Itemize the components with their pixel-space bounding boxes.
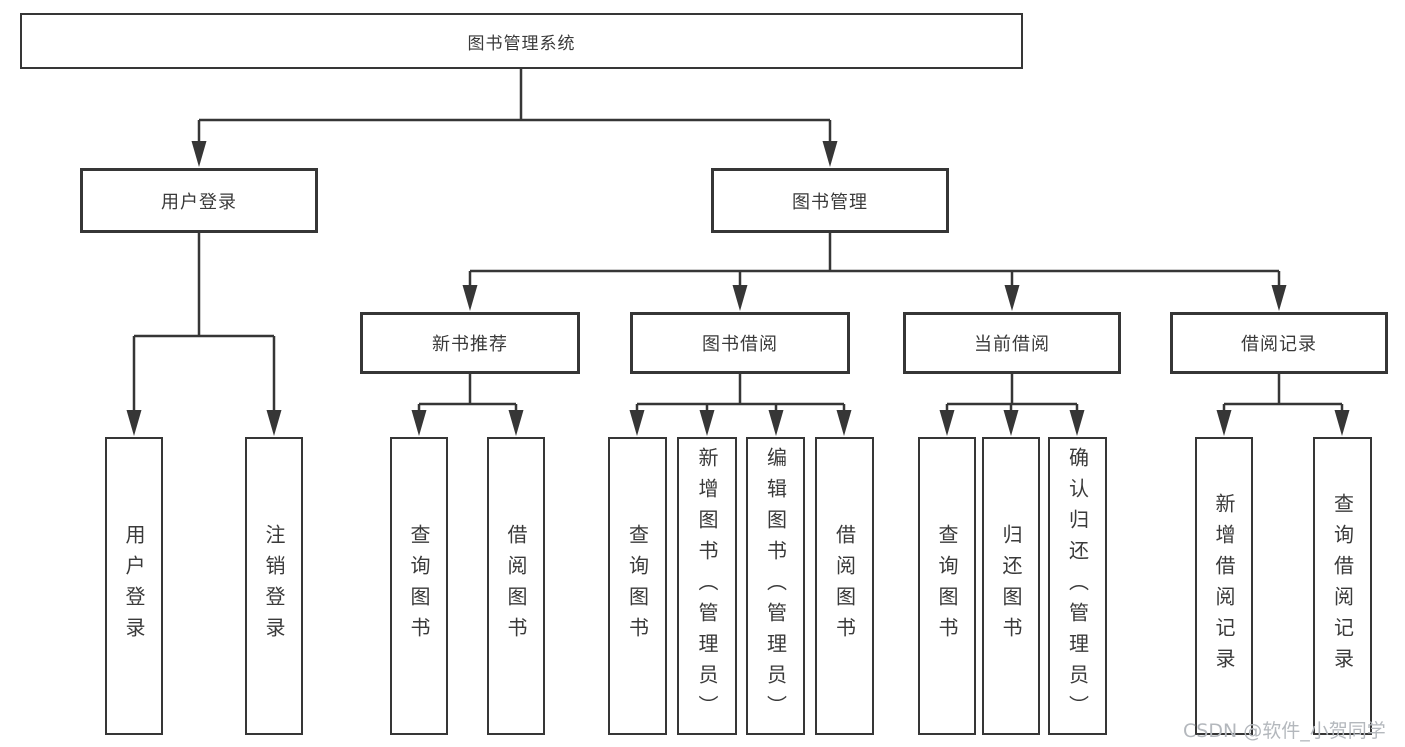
- arrowhead-icon: [1334, 410, 1350, 436]
- node-leaf-query-books-2: 查询图书: [608, 437, 667, 735]
- node-label: 查询图书: [625, 524, 650, 648]
- node-leaf-user-login: 用户登录: [105, 437, 163, 735]
- arrowhead-icon: [266, 410, 282, 436]
- arrowhead-icon: [768, 410, 784, 436]
- arrowhead-icon: [462, 285, 478, 311]
- node-label: 新增图书（管理员）: [695, 446, 719, 726]
- node-label: 图书管理: [792, 191, 868, 213]
- watermark: CSDN @软件_小贺同学: [1183, 720, 1386, 742]
- arrowhead-icon: [411, 410, 427, 436]
- node-leaf-borrow-books-2: 借阅图书: [815, 437, 874, 735]
- node-label: 用户登录: [122, 524, 146, 648]
- arrowhead-icon: [822, 141, 838, 167]
- arrowhead-icon: [508, 410, 524, 436]
- connector-current-borrow-to-leaves: [945, 374, 1079, 413]
- node-book-management: 图书管理: [711, 168, 949, 233]
- arrowhead-icon: [629, 410, 645, 436]
- node-leaf-logout: 注销登录: [245, 437, 303, 735]
- node-leaf-edit-book-admin: 编辑图书（管理员）: [746, 437, 805, 735]
- connector-borrow-records-to-leaves: [1222, 374, 1344, 413]
- arrowhead-icon: [1216, 410, 1232, 436]
- node-leaf-query-books-3: 查询图书: [918, 437, 976, 735]
- node-label: 编辑图书（管理员）: [763, 446, 788, 726]
- node-label: 当前借阅: [974, 334, 1050, 355]
- node-label: 用户登录: [161, 191, 237, 213]
- node-leaf-add-borrow-record: 新增借阅记录: [1195, 437, 1253, 735]
- arrowhead-icon: [191, 141, 207, 167]
- node-label: 查询图书: [407, 524, 431, 648]
- connector-book-borrow-to-leaves: [635, 374, 846, 413]
- node-leaf-query-books-1: 查询图书: [390, 437, 448, 735]
- node-book-borrowing: 图书借阅: [630, 312, 850, 374]
- connector-user-login-to-leaves: [132, 233, 276, 413]
- node-current-borrowing: 当前借阅: [903, 312, 1121, 374]
- arrowhead-icon: [1004, 285, 1020, 311]
- node-user-login: 用户登录: [80, 168, 318, 233]
- node-leaf-return-book: 归还图书: [982, 437, 1040, 735]
- node-label: 借阅记录: [1241, 334, 1317, 355]
- node-label: 借阅图书: [504, 524, 528, 648]
- node-label: 新增借阅记录: [1212, 493, 1236, 679]
- connector-root-to-level2: [197, 69, 832, 144]
- arrowhead-icon: [699, 410, 715, 436]
- node-leaf-borrow-books-1: 借阅图书: [487, 437, 545, 735]
- connector-book-mgmt-to-level3: [468, 233, 1281, 289]
- arrowhead-icon: [1003, 410, 1019, 436]
- node-label: 归还图书: [999, 524, 1023, 648]
- arrowhead-icon: [836, 410, 852, 436]
- node-label: 新书推荐: [432, 334, 508, 355]
- node-root-label: 图书管理系统: [467, 33, 576, 54]
- arrowhead-icon: [1069, 410, 1085, 436]
- node-label: 借阅图书: [832, 524, 857, 648]
- arrowhead-icon: [732, 285, 748, 311]
- node-leaf-confirm-return-admin: 确认归还（管理员）: [1048, 437, 1107, 735]
- node-label: 查询图书: [935, 524, 959, 648]
- arrowhead-icon: [126, 410, 142, 436]
- node-leaf-add-book-admin: 新增图书（管理员）: [677, 437, 737, 735]
- node-new-book-recommend: 新书推荐: [360, 312, 580, 374]
- node-root: 图书管理系统: [20, 13, 1023, 69]
- connector-new-book-rec-to-leaves: [417, 374, 518, 413]
- node-label: 注销登录: [262, 524, 286, 648]
- node-label: 确认归还（管理员）: [1065, 446, 1090, 726]
- node-borrowing-records: 借阅记录: [1170, 312, 1388, 374]
- node-label: 查询借阅记录: [1330, 493, 1355, 679]
- arrowhead-icon: [1271, 285, 1287, 311]
- node-label: 图书借阅: [702, 334, 778, 355]
- arrowhead-icon: [939, 410, 955, 436]
- node-leaf-query-borrow-record: 查询借阅记录: [1313, 437, 1372, 735]
